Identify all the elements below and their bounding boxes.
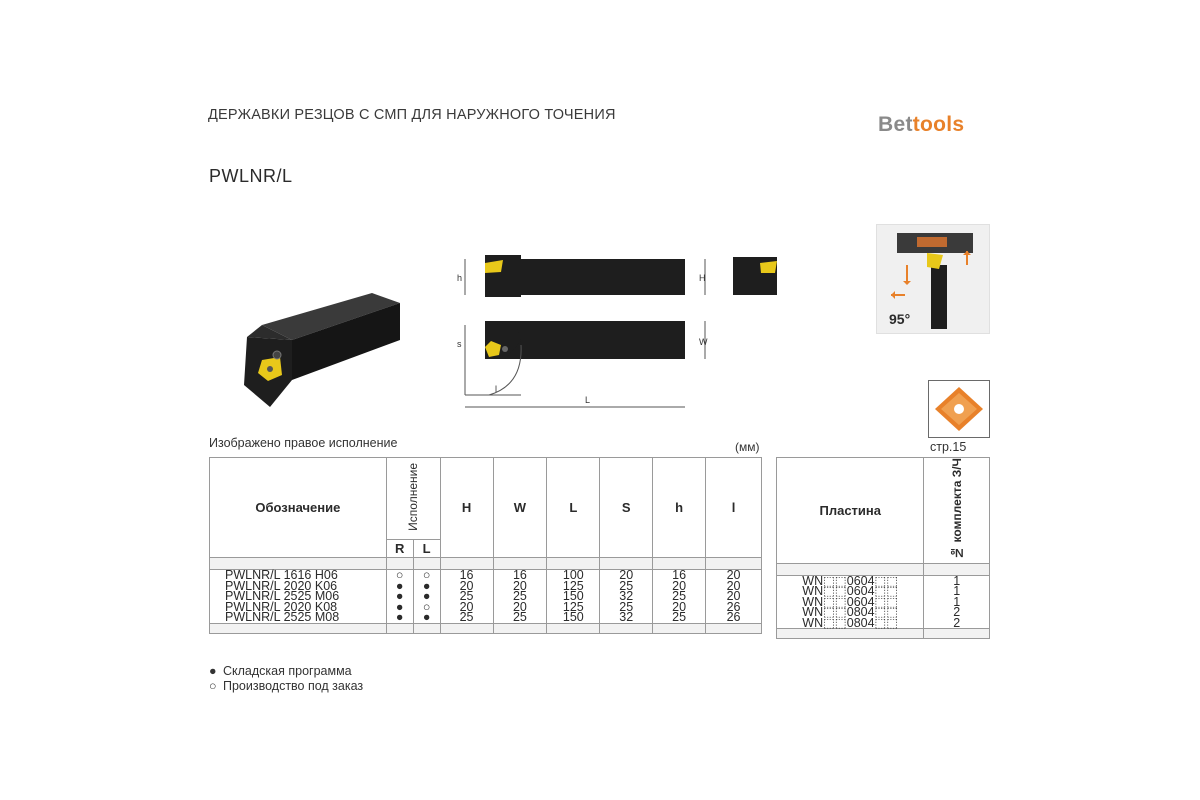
brand-logo: Bettools xyxy=(878,113,964,137)
insert-hole-icon xyxy=(954,404,964,414)
unit-label: (мм) xyxy=(735,440,760,454)
dim-L-label: L xyxy=(585,395,590,405)
col-H: H xyxy=(439,457,494,558)
tool-holder-picture xyxy=(244,293,400,407)
legend-order-symbol: ○ xyxy=(209,679,217,693)
logo-part-1: Bet xyxy=(878,113,913,136)
dim-l-label: l xyxy=(495,384,497,394)
legend: ●Складская программа ○Производство под з… xyxy=(209,664,363,694)
col-W: W xyxy=(492,457,548,558)
table-row: WN⬚⬚0804⬚⬚2 xyxy=(775,606,990,618)
approach-angle: 95° xyxy=(889,311,910,327)
dim-W-label: W xyxy=(699,337,708,347)
technical-drawing: h H s W L l xyxy=(457,255,777,408)
table-row: WN⬚⬚0804⬚⬚2 xyxy=(775,617,990,629)
insert-page-ref: стр.15 xyxy=(930,440,967,454)
machining-illustration: 95° xyxy=(876,224,990,334)
product-code: PWLNR/L xyxy=(209,166,293,186)
col-insert: Пластина xyxy=(775,457,925,564)
dim-H-label: H xyxy=(699,273,706,283)
page-title: ДЕРЖАВКИ РЕЗЦОВ С СМП ДЛЯ НАРУЖНОГО ТОЧЕ… xyxy=(208,107,616,123)
table-row: WN⬚⬚0604⬚⬚1 xyxy=(775,585,990,597)
col-kit: № комплекта З/Ч xyxy=(949,458,964,560)
dim-h-label: h xyxy=(457,273,462,283)
col-designation: Обозначение xyxy=(209,457,387,558)
col-l-version: L xyxy=(412,539,441,558)
legend-stock-symbol: ● xyxy=(209,664,217,678)
logo-part-2: tools xyxy=(912,113,965,136)
insert-table: Пластина № комплекта З/Ч WN⬚⬚0604⬚⬚1 WN⬚… xyxy=(775,457,990,640)
col-l: l xyxy=(705,457,762,558)
drawing-caption: Изображено правое исполнение xyxy=(209,436,398,450)
col-L: L xyxy=(546,457,601,558)
table-row: WN⬚⬚0604⬚⬚1 xyxy=(775,575,990,587)
col-r: R xyxy=(385,539,414,558)
table-row: WN⬚⬚0604⬚⬚1 xyxy=(775,596,990,608)
dimensions-table: Обозначение Исполнение H W L S h l R L P… xyxy=(209,457,762,634)
col-version: Исполнение xyxy=(406,463,421,531)
legend-stock: ●Складская программа xyxy=(209,664,352,678)
dim-s-label: s xyxy=(457,339,462,349)
col-h: h xyxy=(652,457,707,558)
legend-order: ○Производство под заказ xyxy=(209,679,364,693)
insert-top-view xyxy=(485,341,501,357)
insert-reference-box xyxy=(928,380,990,438)
clamp-screw xyxy=(272,350,282,360)
col-S: S xyxy=(599,457,654,558)
